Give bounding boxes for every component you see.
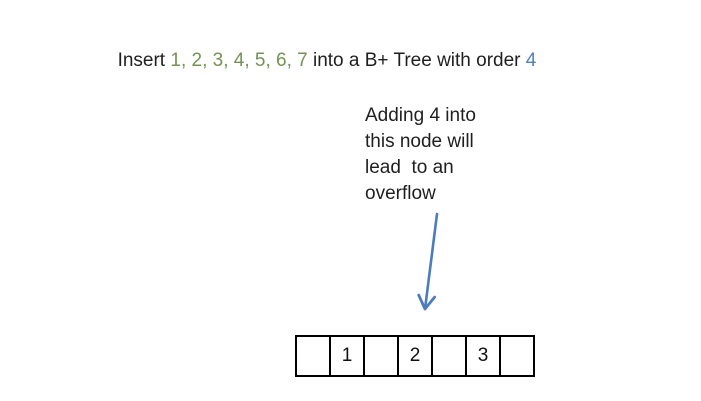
node-cell-2 [365, 337, 399, 375]
node-cell-6 [501, 337, 533, 375]
arrow-head [417, 293, 436, 311]
node-cell-4 [433, 337, 467, 375]
node-cell-0 [297, 337, 331, 375]
title-prefix: Insert [117, 50, 171, 71]
down-arrow-icon [417, 212, 439, 311]
node-cell-3: 2 [399, 337, 433, 375]
node-cell-5: 3 [467, 337, 501, 375]
title-middle: into a B+ Tree with order [307, 50, 526, 71]
bplus-tree-node: 1 2 3 [295, 335, 535, 377]
title-order-value: 4 [525, 50, 537, 71]
slide-title: Insert 1, 2, 3, 4, 5, 6, 7 into a B+ Tre… [107, 22, 537, 74]
node-cell-1: 1 [331, 337, 365, 375]
arrow-shaft [423, 212, 439, 311]
title-insert-numbers: 1, 2, 3, 4, 5, 6, 7 [170, 50, 308, 71]
overflow-annotation: Adding 4 into this node will lead to an … [365, 105, 476, 204]
